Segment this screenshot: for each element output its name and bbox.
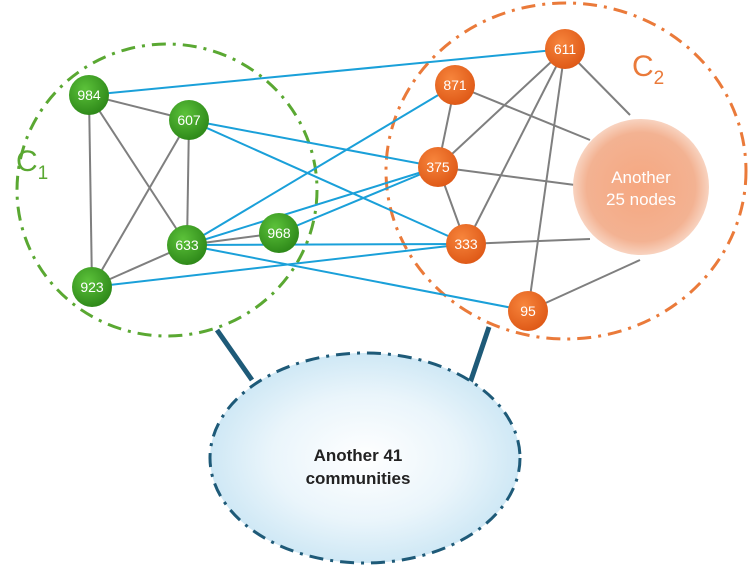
edge-633-871 [186,84,456,246]
node-95-label: 95 [520,303,536,319]
node-333: 333 [446,224,486,264]
community-c2-letter: C [632,50,654,83]
node-95: 95 [508,291,548,331]
node-633: 633 [167,225,207,265]
edge-871-big [454,84,591,141]
node-633-label: 633 [175,237,199,253]
edge-984-633 [88,94,188,246]
other-communities-line1: Another 41 [314,446,403,465]
edge-607-333 [188,119,467,245]
other-communities-blob [208,351,522,565]
community-c1-label: C1 [16,145,48,184]
community-c1-subscript: 1 [38,163,49,184]
community-c2-subscript: 2 [654,68,665,89]
node-375: 375 [418,147,458,187]
edge-923-333 [91,243,467,288]
connector-c2-other [466,326,492,387]
edge-968-375 [278,166,439,234]
node-871-label: 871 [443,77,467,93]
edge-633-375 [186,166,439,246]
edge-611-375 [437,48,566,168]
edge-333-big [465,238,591,245]
edge-984-611 [88,48,566,96]
edge-611-333 [465,48,566,245]
node-333-label: 333 [454,236,478,252]
edge-607-633 [186,119,190,246]
edge-607-923 [91,119,190,288]
node-607-label: 607 [177,112,201,128]
community-c1-letter: C [16,145,38,178]
node-607: 607 [169,100,209,140]
node-968-label: 968 [267,225,291,241]
community-c2-boundary [384,1,748,341]
big-node-another-25: Another 25 nodes [573,119,709,255]
community-c2-label: C2 [632,50,664,89]
gray-edges [88,48,641,312]
community-c1-boundary [15,42,319,338]
node-923: 923 [72,267,112,307]
connector-c1-other [214,328,255,382]
big-node-line2: 25 nodes [606,190,676,209]
node-611: 611 [545,29,585,69]
edge-984-923 [88,94,93,288]
node-611-label: 611 [554,41,577,57]
edge-633-333 [186,243,467,246]
node-871: 871 [435,65,475,105]
node-984: 984 [69,75,109,115]
edge-95-big [527,259,641,312]
other-communities-line2: communities [306,469,411,488]
node-923-label: 923 [80,279,104,295]
edge-633-95 [186,244,529,312]
blue-edges [88,48,566,312]
edge-375-big [437,166,576,186]
node-375-label: 375 [426,159,450,175]
big-node-line1: Another [611,168,671,187]
node-968: 968 [259,213,299,253]
edge-611-95 [527,48,566,312]
node-984-label: 984 [77,87,101,103]
edge-607-375 [188,119,439,168]
